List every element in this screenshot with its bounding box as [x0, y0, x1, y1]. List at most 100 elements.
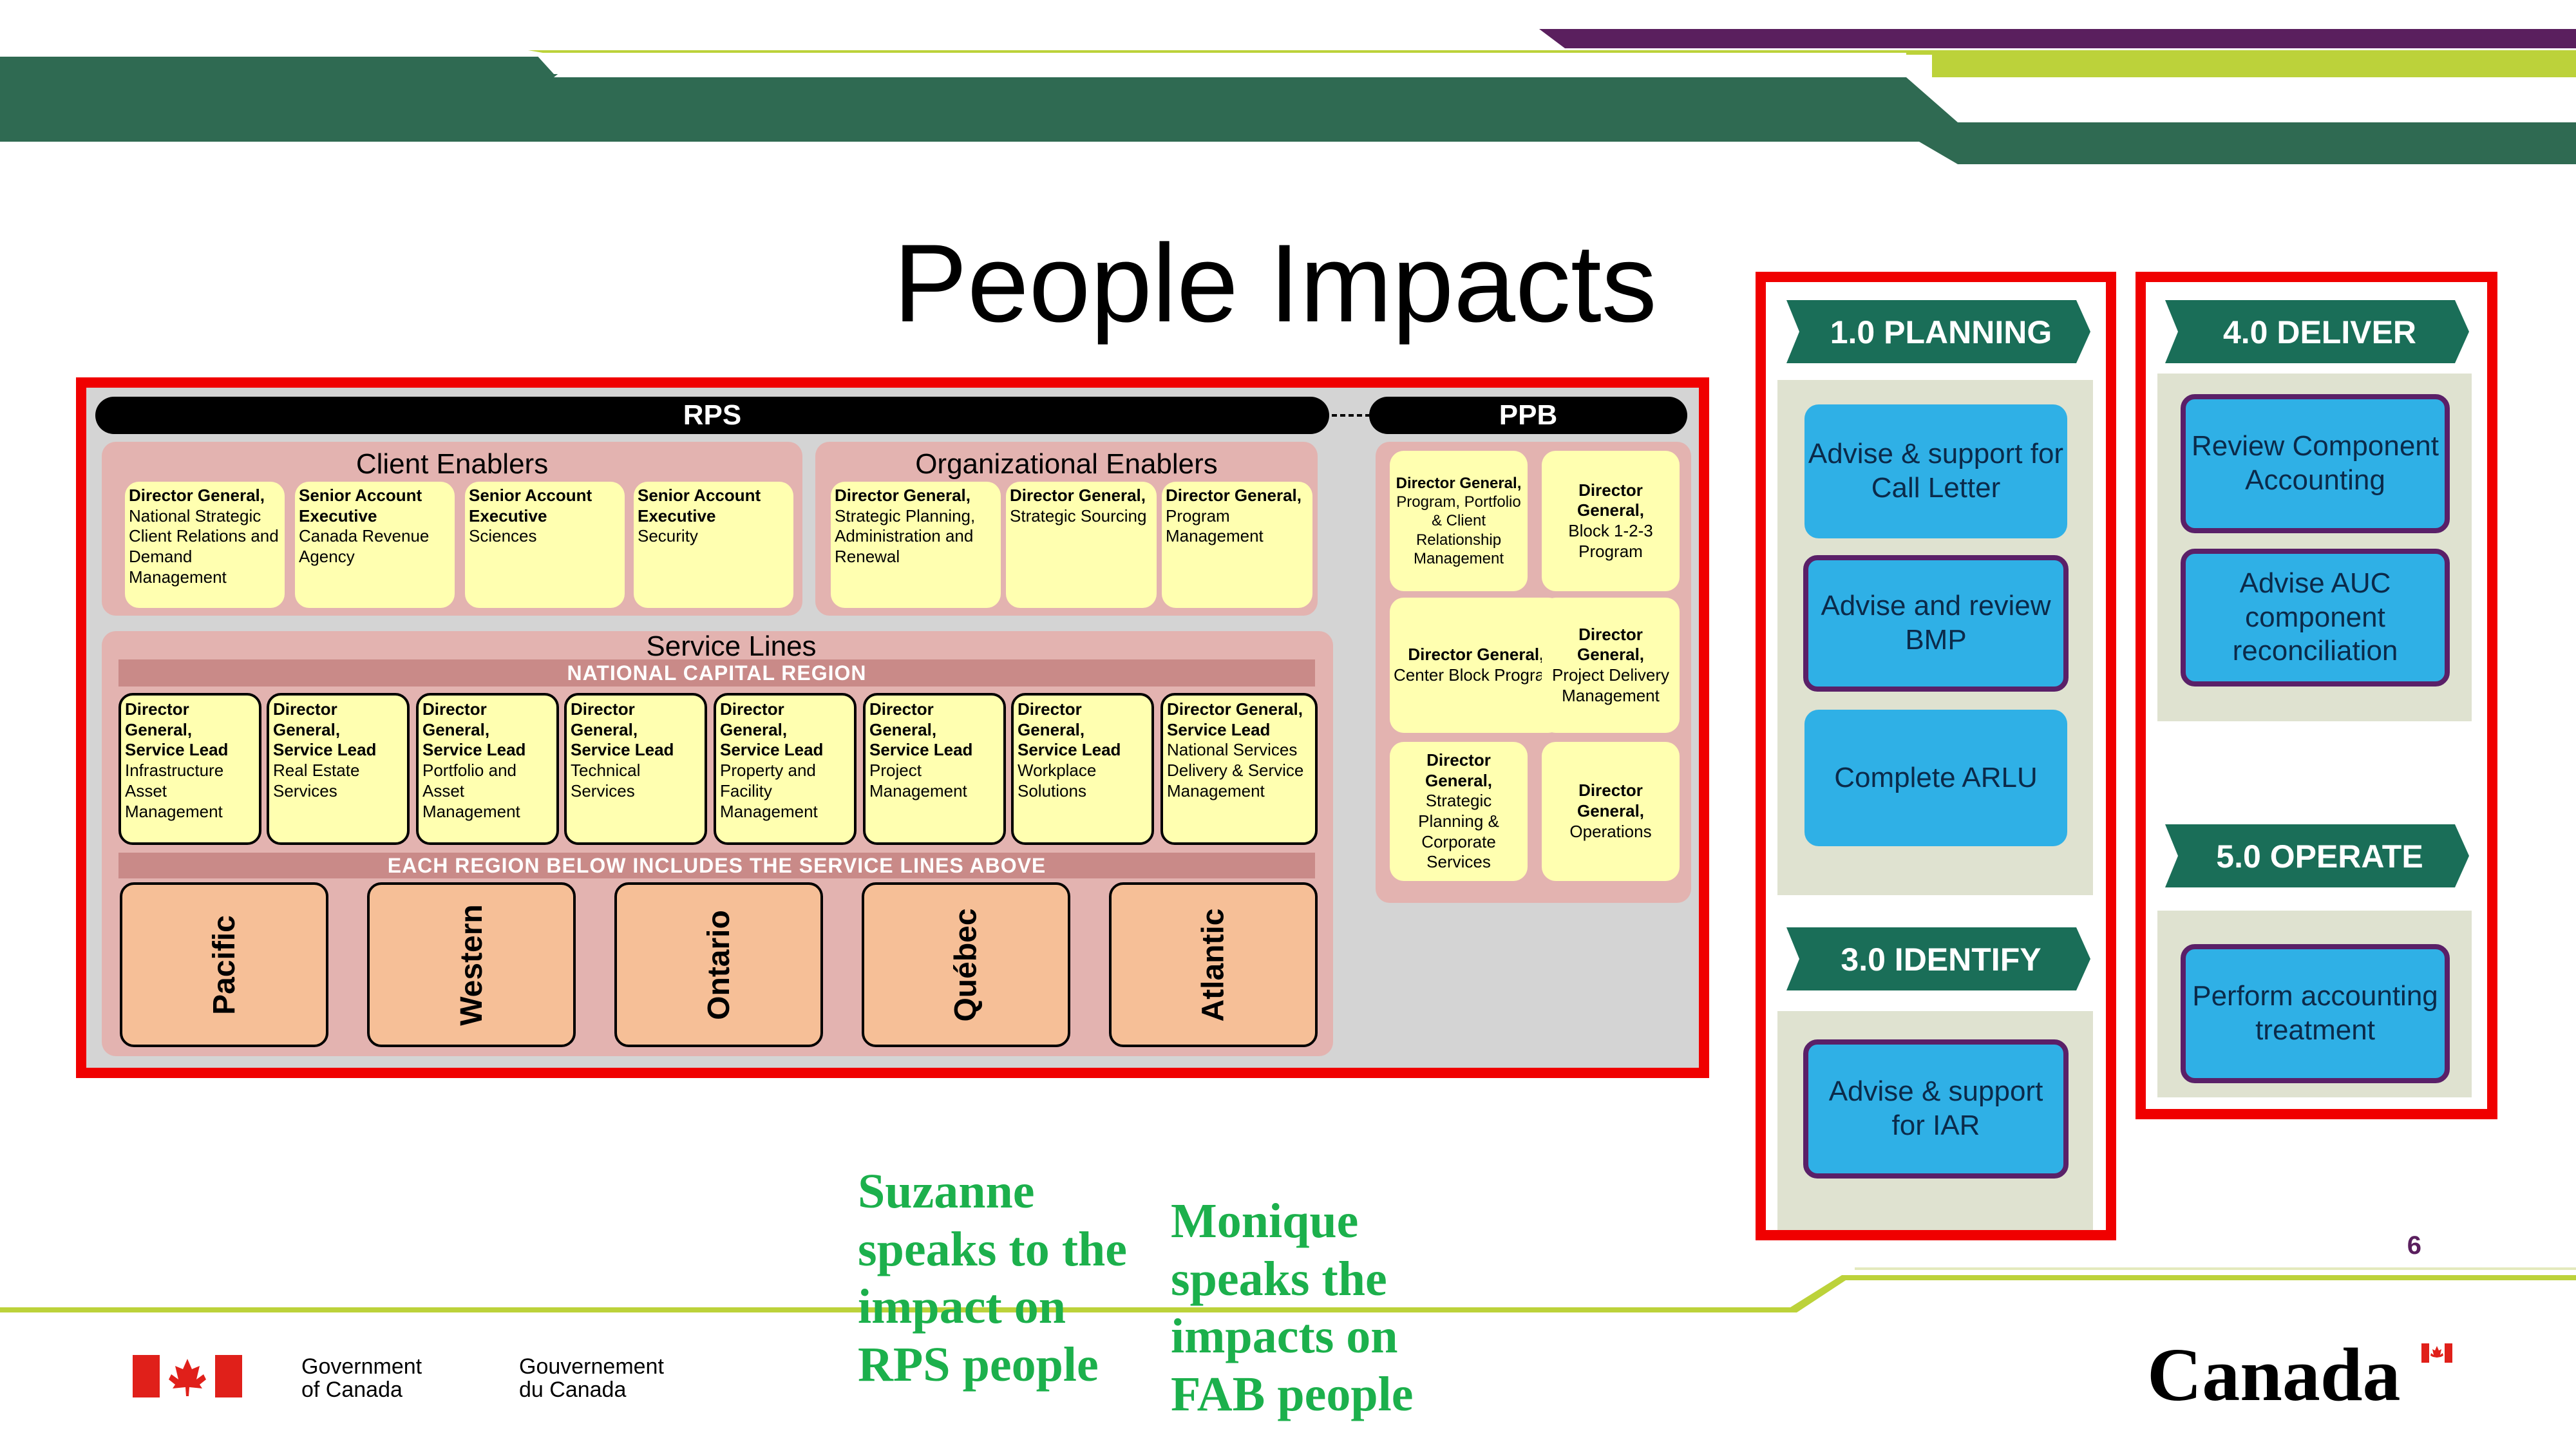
gov-fr-label: Gouvernement du Canada — [519, 1354, 664, 1402]
card-title: Director General, Service Lead — [1167, 699, 1303, 739]
region-label: Pacific — [207, 914, 242, 1015]
advise-iar-item: Advise & support for IAR — [1803, 1039, 2069, 1179]
card-text: Project Delivery Management — [1551, 665, 1670, 705]
operate-chevron — [2165, 824, 2469, 887]
card-text: Program Management — [1166, 506, 1264, 546]
org-card-2: Director General,Strategic Sourcing — [1006, 482, 1157, 608]
card-title: Director General, Service Lead — [422, 699, 526, 760]
card-title: Director General, — [1010, 486, 1146, 505]
card-text: Real Estate Services — [273, 761, 360, 800]
review-component-item: Review Component Accounting — [2181, 394, 2450, 533]
org-card-3: Director General,Program Management — [1162, 482, 1312, 608]
ppb-label: PPB — [1499, 399, 1558, 431]
ncr-band: NATIONAL CAPITAL REGION — [118, 659, 1315, 687]
card-title: Director General, Service Lead — [1018, 699, 1121, 760]
deliver-chevron — [2165, 300, 2469, 363]
region-western: Western — [367, 882, 576, 1047]
card-title: Director General, Service Lead — [720, 699, 824, 760]
canada-flag-icon — [133, 1355, 242, 1397]
page-title: People Impacts — [893, 222, 1657, 345]
card-text: Project Management — [869, 761, 967, 800]
card-title: Director General, — [1577, 781, 1645, 821]
header-bands — [0, 29, 2576, 164]
card-title: Senior Account Executive — [469, 486, 592, 526]
client-card-1: Director General,National Strategic Clie… — [125, 482, 285, 608]
card-text: Strategic Planning & Corporate Services — [1418, 791, 1499, 872]
canada-wordmark: Canada — [2147, 1333, 2456, 1417]
card-text: Portfolio and Asset Management — [422, 761, 520, 821]
card-title: Director General, — [1425, 750, 1493, 790]
advise-auc-item: Advise AUC component reconciliation — [2181, 549, 2450, 687]
card-title: Director General, — [129, 486, 265, 505]
rps-label: RPS — [683, 399, 742, 431]
card-title: Director General, — [1577, 480, 1645, 520]
ppb-header: PPB — [1369, 397, 1687, 434]
card-title: Director General, — [1166, 486, 1302, 505]
region-band: EACH REGION BELOW INCLUDES THE SERVICE L… — [118, 853, 1315, 878]
card-text: Workplace Solutions — [1018, 761, 1097, 800]
planning-label: 1.0 PLANNING — [1830, 314, 2052, 350]
ppb-card-1: Director General,Program, Portfolio & Cl… — [1390, 451, 1528, 591]
card-title: Director General, — [1396, 474, 1522, 492]
gov-en-label: Government of Canada — [301, 1354, 422, 1402]
planning-chevron — [1786, 300, 2090, 363]
page-number: 6 — [2407, 1231, 2421, 1260]
card-text: Strategic Sourcing — [1010, 506, 1147, 526]
identify-chevron — [1786, 927, 2090, 990]
service-lines-title: Service Lines — [646, 630, 817, 662]
ppb-card-5: Director General,Strategic Planning & Co… — [1390, 742, 1528, 881]
region-label: Québec — [949, 907, 983, 1022]
canada-wordmark-text: Canada — [2147, 1332, 2401, 1417]
card-title: Director General, Service Lead — [571, 699, 674, 760]
rps-header: RPS — [95, 397, 1329, 434]
card-text: Sciences — [469, 526, 537, 546]
advise-call-letter-item: Advise & support for Call Letter — [1804, 404, 2067, 538]
card-text: National Services Delivery & Service Man… — [1167, 740, 1304, 800]
card-text: Canada Revenue Agency — [299, 526, 430, 567]
wordmark-flag-icon — [2421, 1343, 2452, 1363]
card-title: Director General, — [1408, 645, 1544, 665]
monique-note: Monique speaks the impacts on FAB people — [1171, 1194, 1414, 1422]
ppb-card-3: Director General,Center Block Program — [1390, 598, 1562, 733]
region-ontario: Ontario — [614, 882, 823, 1047]
region-label: Western — [454, 904, 489, 1026]
org-card-1: Director General,Strategic Planning, Adm… — [831, 482, 1001, 608]
advise-review-bmp-item: Advise and review BMP — [1803, 555, 2069, 692]
card-title: Director General, — [835, 486, 971, 505]
card-title: Director General, — [1577, 624, 1645, 665]
rps-ppb-connector — [1332, 414, 1370, 417]
ppb-card-2: Director General,Block 1-2-3 Program — [1542, 451, 1680, 591]
region-atlantic: Atlantic — [1109, 882, 1318, 1047]
footer-lines — [0, 1267, 2576, 1312]
ppb-card-6: Director General,Operations — [1542, 742, 1680, 881]
card-title: Senior Account Executive — [638, 486, 761, 526]
card-text: Technical Services — [571, 761, 641, 800]
suzanne-note: Suzanne speaks to the impact on RPS peop… — [858, 1164, 1128, 1392]
card-title: Director General, Service Lead — [869, 699, 973, 760]
region-label: Atlantic — [1196, 907, 1231, 1022]
card-text: Security — [638, 526, 698, 546]
card-text: Block 1-2-3 Program — [1568, 521, 1653, 561]
deliver-label: 4.0 DELIVER — [2222, 314, 2417, 350]
region-pacific: Pacific — [120, 882, 328, 1047]
page-title-wrap: People Impacts — [760, 219, 1790, 348]
complete-arlu-item: Complete ARLU — [1804, 710, 2067, 846]
org-enablers-title: Organizational Enablers — [915, 448, 1218, 480]
card-text: Property and Facility Management — [720, 761, 818, 821]
card-text: Infrastructure Asset Management — [125, 761, 224, 821]
card-text: National Strategic Client Relations and … — [129, 506, 279, 587]
card-title: Director General, Service Lead — [273, 699, 377, 760]
perform-accounting-item: Perform accounting treatment — [2181, 944, 2450, 1083]
region-quebec: Québec — [862, 882, 1070, 1047]
